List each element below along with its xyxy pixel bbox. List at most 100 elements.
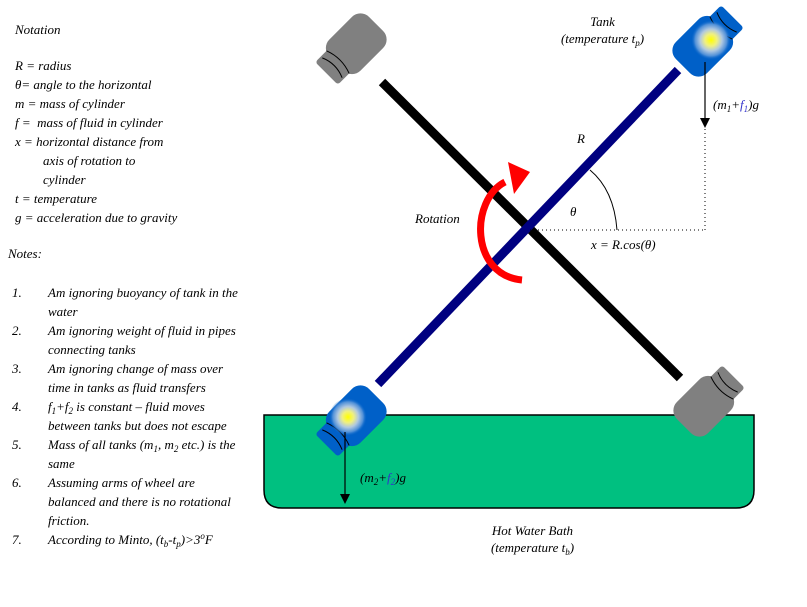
tank-label-title: Tank	[590, 14, 615, 29]
notation-text: mass of cylinder	[39, 96, 125, 111]
subscript: 2	[390, 477, 396, 487]
notation-symbol: t	[15, 191, 19, 206]
notation-item: x = horizontal distance from	[15, 132, 177, 151]
note-text: Mass of all tanks (m1, m2 etc.) is the s…	[48, 435, 242, 473]
hot-water-bath	[263, 414, 755, 509]
rotation-arrowhead-icon	[508, 162, 530, 194]
note-number: 3.	[12, 361, 22, 376]
notes-list: 1. Am ignoring buoyancy of tank in the w…	[12, 283, 242, 549]
fluid-symbol: f	[387, 470, 391, 485]
notation-item: f = mass of fluid in cylinder	[15, 113, 177, 132]
force-label-top: (m1+f1)g	[713, 96, 759, 114]
note-text: Am ignoring buoyancy of tank in the wate…	[48, 285, 238, 319]
note-text-part: )>3	[180, 532, 201, 547]
notation-item: m = mass of cylinder	[15, 94, 177, 113]
notation-symbol: f	[15, 115, 19, 130]
note-text-part: , m	[157, 437, 174, 452]
note-text: f1+f2 is constant – fluid moves between …	[48, 397, 242, 435]
force-arrowhead-top-icon	[700, 118, 710, 128]
label-part: )g	[395, 470, 406, 485]
bath-label: Hot Water Bath (temperature tb)	[470, 522, 595, 557]
rotation-arrow	[477, 178, 523, 284]
notation-sep: =	[21, 77, 34, 92]
note-number: 1.	[12, 285, 22, 300]
subscript: 1	[51, 406, 57, 416]
tank-cold-bottom-right	[673, 366, 744, 437]
notation-text: mass of fluid in cylinder	[37, 115, 163, 130]
superscript: o	[200, 531, 205, 541]
subscript: b	[565, 547, 570, 557]
note-text-part: -t	[168, 532, 177, 547]
force-arrowhead-bottom-icon	[340, 494, 350, 504]
symbol-f: f	[48, 399, 52, 414]
notation-sep: =	[18, 115, 38, 130]
notation-symbol: x	[15, 134, 21, 149]
notation-continuation: axis of rotation to	[43, 153, 136, 168]
notation-list: R = radius θ= angle to the horizontal m …	[15, 56, 177, 227]
notation-sep: =	[18, 191, 34, 206]
theta-arc	[589, 169, 618, 231]
note-text-rest: is constant – fluid moves between tanks …	[48, 399, 227, 433]
note-text-part: According to Minto, (t	[48, 532, 164, 547]
label-part: )	[569, 540, 575, 555]
label-part: )g	[748, 97, 759, 112]
note-number: 5.	[12, 437, 22, 452]
notation-sep: =	[24, 96, 40, 111]
notation-text: temperature	[33, 191, 97, 206]
notation-item: g = acceleration due to gravity	[15, 208, 177, 227]
rotation-label: Rotation	[415, 211, 460, 226]
note-item: 4. f1+f2 is constant – fluid moves betwe…	[12, 397, 242, 435]
note-text-part: F	[204, 532, 213, 547]
symbol-f: f	[64, 399, 69, 414]
note-item: 5. Mass of all tanks (m1, m2 etc.) is th…	[12, 435, 242, 473]
note-text: According to Minto, (tb-tp)>3oF	[48, 530, 242, 549]
notation-continuation: cylinder	[43, 172, 86, 187]
subscript: 2	[68, 406, 74, 416]
notation-symbol: R	[15, 58, 23, 73]
notation-symbol: g	[15, 210, 22, 225]
tank-glow-bottom	[329, 398, 367, 436]
note-item: 1. Am ignoring buoyancy of tank in the w…	[12, 283, 242, 321]
notation-item: θ= angle to the horizontal	[15, 75, 177, 94]
note-number: 4.	[12, 399, 22, 414]
tank-cold-top-left	[316, 13, 387, 84]
plus-sign: +	[731, 97, 740, 112]
note-item: 6. Assuming arms of wheel are balanced a…	[12, 473, 242, 530]
label-part: )	[639, 31, 645, 46]
tank-label-temperature: (temperature tp)	[540, 30, 665, 48]
subscript: 2	[373, 477, 379, 487]
notation-item: R = radius	[15, 56, 177, 75]
notes-title: Notes:	[8, 246, 42, 261]
arm-blue	[374, 66, 682, 388]
note-text: Assuming arms of wheel are balanced and …	[48, 475, 231, 528]
note-text-part: Mass of all tanks (m	[48, 437, 154, 452]
note-item: 2. Am ignoring weight of fluid in pipes …	[12, 321, 242, 359]
notation-symbol: m	[15, 96, 25, 111]
subscript: p	[635, 38, 640, 48]
notation-sep: =	[22, 58, 39, 73]
label-part: (m	[360, 470, 374, 485]
subscript: 1	[726, 104, 732, 114]
notation-sep: =	[20, 134, 37, 149]
note-item: 7. According to Minto, (tb-tp)>3oF	[12, 530, 242, 549]
bath-label-temperature: (temperature tb)	[470, 539, 595, 557]
notation-title: Notation	[15, 22, 61, 37]
x-formula-label: x = R.cos(θ)	[591, 237, 656, 252]
subscript: 1	[153, 444, 158, 454]
force-label-bottom: (m2+f2)g	[360, 469, 406, 487]
radius-label: R	[577, 131, 585, 146]
note-number: 7.	[12, 532, 22, 547]
subscript: b	[163, 539, 169, 549]
notation-item: t = temperature	[15, 189, 177, 208]
note-text-part: etc.) is the same	[48, 437, 236, 471]
plus-sign: +	[56, 399, 65, 414]
tank-glow-top	[691, 20, 731, 60]
note-text: Am ignoring weight of fluid in pipes con…	[48, 323, 236, 357]
notation-text: acceleration due to gravity	[36, 210, 178, 225]
subscript: p	[176, 539, 181, 549]
note-text: Am ignoring change of mass over time in …	[48, 361, 224, 395]
theta-label: θ	[570, 204, 577, 219]
notation-text: horizontal distance from	[36, 134, 164, 149]
notation-symbol: θ	[15, 77, 22, 92]
